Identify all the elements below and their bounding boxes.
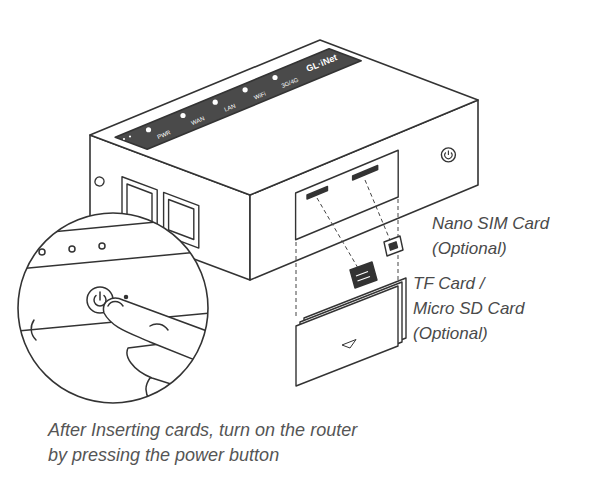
reset-symbol [445, 151, 452, 159]
sd-logo-marks [356, 272, 370, 282]
caption-text-box: After Inserting cards, turn on the route… [48, 418, 368, 468]
led-dot [129, 135, 131, 137]
led-icon [272, 75, 277, 80]
reset-button [441, 148, 455, 162]
dashed-guide [365, 180, 390, 240]
zoom-strip-edge [8, 250, 220, 270]
fingernail [108, 302, 123, 307]
led-icon [146, 127, 151, 132]
led-dot [123, 138, 125, 140]
zoom-inset [8, 213, 220, 412]
middle-finger [127, 344, 215, 398]
usb-port [94, 176, 106, 188]
led-icon [180, 113, 185, 118]
caption-text: After Inserting cards, turn on the route… [48, 418, 368, 468]
zoom-top-edge [8, 216, 220, 236]
zoom-led-icon [39, 249, 45, 255]
sim-slot [353, 166, 378, 181]
slot-cover [296, 278, 406, 386]
micro-sd-card [350, 262, 377, 288]
card-slot-panel [296, 148, 456, 240]
power-led [125, 296, 128, 299]
zoom-corner [31, 320, 36, 340]
knuckle-line [150, 324, 168, 330]
sim-chip [389, 242, 398, 250]
router-top-face [90, 40, 478, 195]
led-icon [213, 100, 218, 105]
zoom-circle [18, 213, 208, 403]
card-label-box: TF Card / Micro SD Card (Optional) [413, 271, 528, 346]
led-icons [123, 75, 278, 140]
zoom-led-icon [99, 243, 105, 249]
led-strip [115, 49, 361, 149]
led-icon [243, 87, 248, 92]
index-finger [103, 298, 215, 368]
cover-plate [296, 286, 398, 386]
cards [350, 236, 403, 288]
card-label-box: Nano SIM Card (Optional) [432, 211, 572, 261]
nano-sim-card [384, 236, 403, 256]
tf-slot [307, 187, 328, 200]
dashed-guide [317, 198, 358, 268]
zoom-led-icon [69, 246, 75, 252]
card-label: Nano SIM Card (Optional) [432, 211, 572, 261]
slot-window [296, 150, 399, 240]
card-label: TF Card / Micro SD Card (Optional) [413, 271, 528, 346]
dashed-guide [296, 242, 297, 318]
zoom-content [8, 216, 220, 412]
cover-tab-mark [342, 340, 356, 349]
